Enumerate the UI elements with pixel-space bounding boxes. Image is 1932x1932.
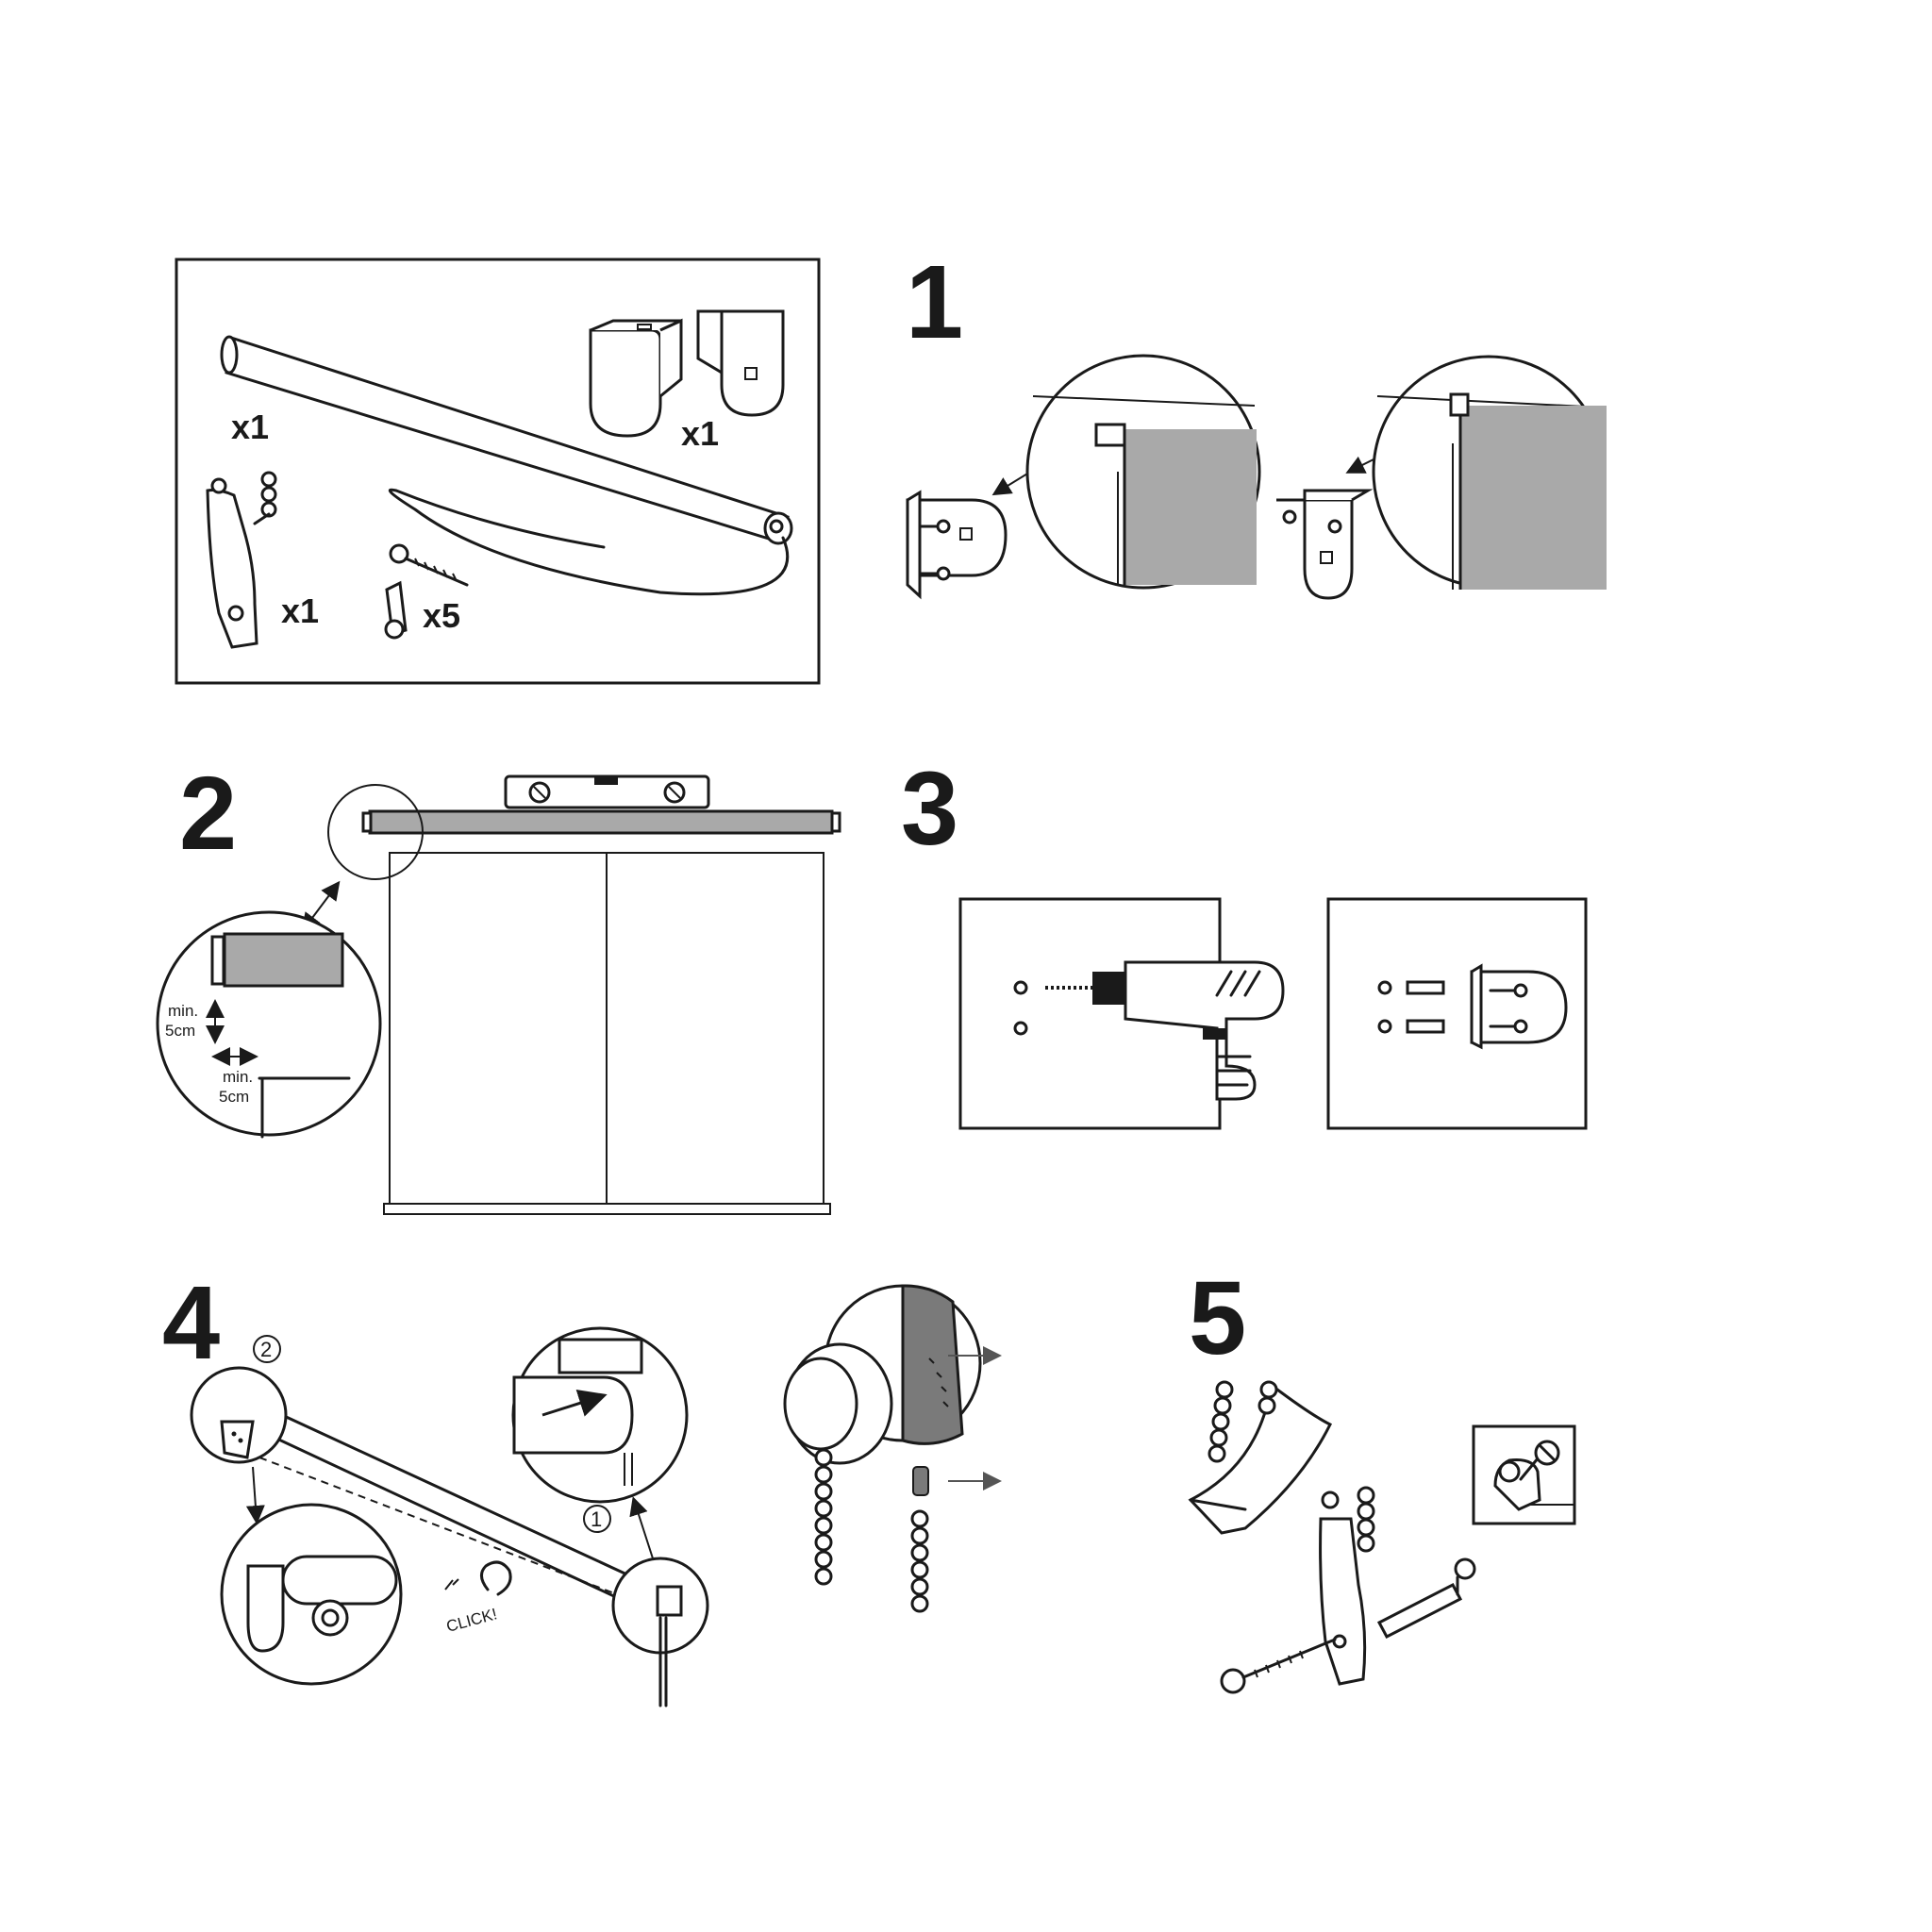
step-1-illustration: [906, 354, 1607, 600]
clearance-horizontal-min: min.: [223, 1068, 253, 1086]
step-5-number: 5: [1189, 1260, 1246, 1376]
roller-tube-part: [220, 335, 793, 596]
brackets-qty: x1: [681, 414, 719, 453]
step-5-illustration: [1188, 1380, 1576, 1694]
clearance-horizontal-value: 5cm: [219, 1088, 249, 1106]
screws-qty: x5: [423, 596, 460, 635]
cord-tensioner-qty: x1: [281, 591, 319, 630]
brackets-part: [589, 309, 785, 438]
step-3-illustration: [958, 897, 1588, 1130]
screws-part: [384, 543, 469, 640]
step-1-number: 1: [906, 244, 963, 360]
marker-2-circle: [253, 1335, 281, 1363]
tube-qty: x1: [231, 408, 269, 446]
clearance-vertical-min: min.: [168, 1002, 198, 1020]
parts-panel: x1 x1 x1: [175, 258, 821, 685]
clearance-vertical-value: 5cm: [165, 1022, 195, 1040]
step-4-number: 4: [162, 1265, 220, 1381]
step-4-illustration: [190, 1284, 1002, 1707]
click-label: CLICK!: [444, 1605, 499, 1636]
cord-tensioner-part: [206, 471, 277, 649]
marker-2-label: 2: [260, 1338, 272, 1361]
marker-1-label: 1: [591, 1507, 602, 1531]
step-2-illustration: [156, 774, 841, 1215]
step-2-number: 2: [179, 756, 237, 872]
step-3-number: 3: [901, 751, 958, 867]
